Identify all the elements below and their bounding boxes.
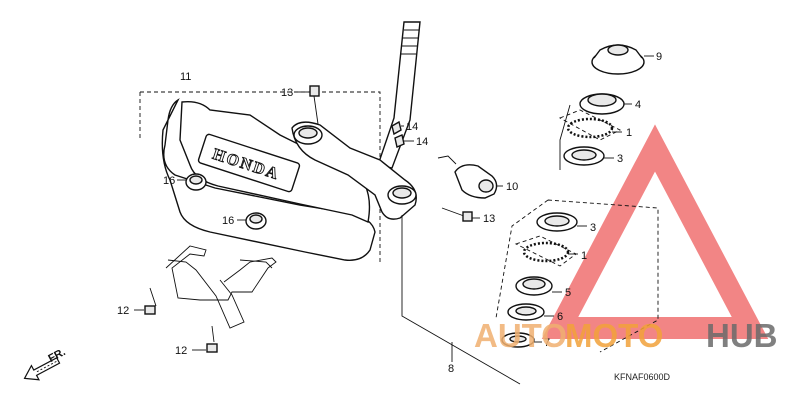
- ball-race-part-3b: [536, 212, 587, 232]
- callout-1-upper: 1: [626, 127, 632, 139]
- callout-9: 9: [656, 51, 662, 63]
- ball-race-part-3a: [563, 146, 614, 166]
- callout-10: 10: [506, 181, 518, 193]
- clamp-part-10: [437, 155, 503, 199]
- bolt-part-14a: [391, 120, 404, 136]
- callout-14-lower: 14: [416, 136, 428, 148]
- grommet-part-16a: [177, 173, 207, 191]
- bolt-part-13b: [441, 207, 480, 222]
- dust-seal-part-9: [591, 44, 654, 75]
- inner-race-part-5: [515, 276, 562, 296]
- callout-12-upper: 12: [117, 305, 129, 317]
- steering-stem-part-8: [291, 21, 521, 385]
- callout-3-lower: 3: [590, 222, 596, 234]
- watermark-text-hub: HUB: [706, 317, 778, 354]
- steel-ball-race-part-1b: [514, 235, 578, 267]
- callout-12-lower: 12: [175, 345, 187, 357]
- callout-5: 5: [565, 287, 571, 299]
- front-marker-label: FR.: [46, 346, 67, 365]
- callout-6: 6: [557, 311, 563, 323]
- callout-3-upper: 3: [617, 153, 623, 165]
- bolt-part-12a: [134, 287, 157, 315]
- callout-1-lower: 1: [581, 250, 587, 262]
- steel-ball-race-part-1a: [558, 109, 622, 141]
- callout-7: 7: [544, 337, 550, 349]
- callout-8: 8: [448, 363, 454, 375]
- bolt-part-13a: [296, 85, 320, 125]
- watermark-triangle-logo: [541, 124, 769, 339]
- callout-4: 4: [635, 99, 641, 111]
- callout-13-upper: 13: [281, 87, 293, 99]
- diagram-code: KFNAF0600D: [614, 372, 671, 382]
- callout-14-upper: 14: [406, 121, 418, 133]
- watermark-wordmark: AUTO MOTO HUB: [474, 317, 778, 354]
- watermark-text-moto: MOTO: [565, 317, 663, 354]
- bolt-part-14b: [394, 134, 414, 148]
- headlight-cover-part-11: HONDA: [139, 91, 381, 262]
- front-direction-arrow-icon: [23, 357, 61, 381]
- callout-13-lower: 13: [483, 213, 495, 225]
- watermark-text-auto: AUTO: [474, 317, 567, 354]
- callout-16-upper: 16: [163, 175, 175, 187]
- callout-16-lower: 16: [222, 215, 234, 227]
- grommet-part-16b: [237, 212, 267, 230]
- bolt-part-12b: [192, 325, 218, 353]
- lower-bearing-group: [495, 104, 659, 353]
- wire-bracket-assembly: [165, 245, 277, 329]
- washer-part-7: [501, 332, 542, 348]
- callout-11: 11: [180, 71, 191, 83]
- dust-seal-part-6: [507, 303, 554, 321]
- top-thread-part-4: [579, 93, 632, 115]
